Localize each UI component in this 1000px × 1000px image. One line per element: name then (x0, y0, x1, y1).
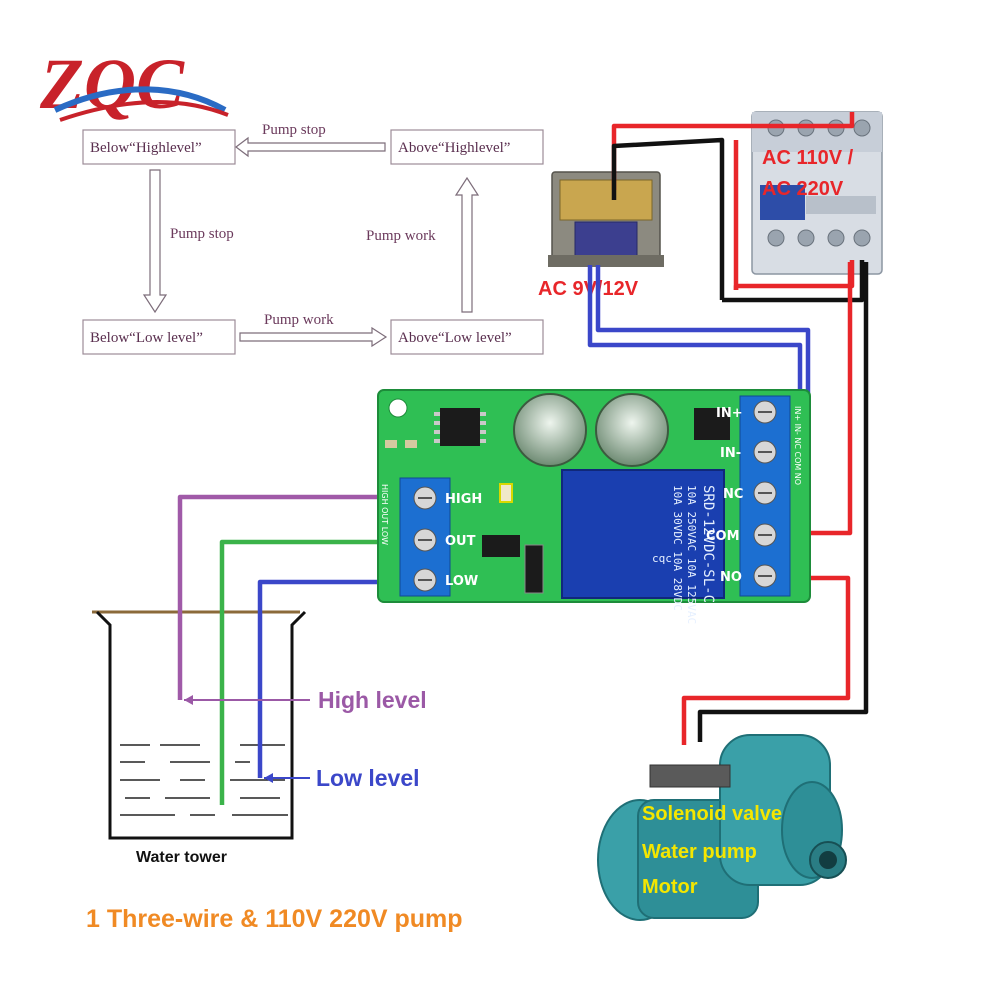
logo-text: ZQC (39, 44, 185, 124)
relay-spec-2: 10A 30VDC 10A 28VDC (671, 485, 684, 611)
flow-box-below-high (82, 129, 236, 165)
terminal-low-label: LOW (445, 574, 478, 589)
level-labels: High level Low level (184, 687, 427, 791)
flow-arrow-left-label: Pump stop (170, 226, 234, 242)
circuit-breaker: AC 110V / AC 220V (751, 111, 883, 275)
flow-arrow-bottom-label: Pump work (264, 312, 334, 328)
terminal-out-label: OUT (445, 534, 476, 549)
rectifier (694, 408, 730, 440)
pump-label-line1: Solenoid valve (642, 803, 782, 825)
transformer: AC 9V/12V (538, 171, 664, 300)
relay-model: SRD-12VDC-SL-C (700, 485, 716, 603)
wire-red-no (681, 575, 851, 745)
water-tower: Water tower (92, 610, 307, 866)
flow-box-above-high (390, 129, 544, 165)
ic-chip (440, 408, 480, 446)
silk-right: IN+ IN- NC COM NO (793, 406, 802, 485)
relay-brand: cqc (652, 552, 672, 565)
water-surface (120, 744, 288, 816)
flow-box-below-low-label: Below“Low level” (90, 330, 203, 346)
logo-swoosh-blue (53, 86, 227, 113)
relay-board: SRD-12VDC-SL-C 10A 250VAC 10A 125VAC 10A… (377, 389, 811, 624)
terminal-in-plus-label: IN+ (716, 406, 743, 421)
terminal-nc-label: NC (723, 487, 743, 502)
terminal-com-label: COM (706, 529, 740, 544)
diagram-caption: 1 Three-wire & 110V 220V pump (86, 905, 463, 933)
water-tower-label: Water tower (136, 849, 227, 866)
breaker-label-line1: AC 110V / (762, 147, 854, 169)
relay (561, 469, 725, 599)
silk-left: HIGH OUT LOW (380, 484, 389, 545)
logo-swoosh-red (59, 100, 229, 122)
water-pump: Solenoid valve Water pump Motor (597, 734, 847, 921)
flow-box-above-low-label: Above“Low level” (398, 330, 512, 346)
flow-box-above-low (390, 319, 544, 355)
terminal-no-label: NO (720, 570, 742, 585)
wire-black-breaker (722, 260, 865, 303)
breaker-label-line2: AC 220V (762, 178, 844, 200)
flow-arrow-right-label: Pump work (366, 228, 436, 244)
flow-box-below-high-label: Below“Highlevel” (90, 140, 202, 156)
wire-green-out (219, 539, 425, 805)
flow-box-above-high-label: Above“Highlevel” (398, 140, 510, 156)
terminal-in-minus-label: IN- (720, 446, 741, 461)
flow-arrow-top-label: Pump stop (262, 122, 326, 138)
wire-black-pump (697, 262, 869, 742)
flow-arrow-bottom (239, 326, 388, 348)
wire-purple-high (177, 494, 425, 700)
flow-arrow-right (454, 176, 480, 313)
logic-flowchart: Below“Highlevel” Above“Highlevel” Below“… (82, 122, 544, 355)
breaker-handle (760, 185, 805, 220)
wire-black-transformer (611, 137, 725, 300)
brand-logo: ZQC (39, 44, 229, 124)
wiring (177, 112, 869, 805)
capacitor-2 (595, 393, 669, 467)
wire-blue-low (257, 579, 425, 778)
capacitor-1 (513, 393, 587, 467)
high-level-label: High level (318, 687, 427, 713)
relay-spec-1: 10A 250VAC 10A 125VAC (685, 485, 698, 624)
pump-label-line2: Water pump (642, 841, 757, 863)
flow-arrow-top (235, 136, 386, 158)
pump-label-line3: Motor (642, 876, 698, 898)
flow-arrow-left (142, 169, 168, 314)
low-level-label: Low level (316, 765, 420, 791)
terminal-high-label: HIGH (445, 492, 482, 507)
flow-box-below-low (82, 319, 236, 355)
